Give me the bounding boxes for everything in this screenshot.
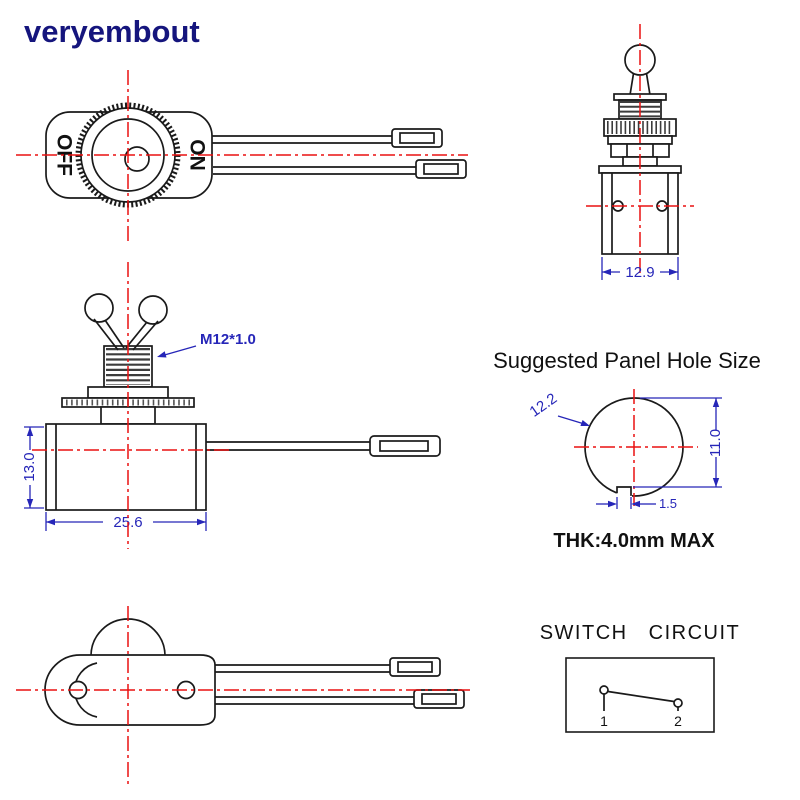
panel-hole-title: Suggested Panel Hole Size [493,348,761,373]
wire-bottom [213,159,467,179]
switch-pole [599,685,609,695]
ring-inner [91,118,165,192]
switch-throw [673,698,683,708]
notch-mask [616,486,632,498]
toggle-ball-pos1 [84,293,114,323]
circuit-box [565,657,715,733]
toggle-tip [124,146,150,172]
dim-text: 12.9 [625,264,654,281]
watermark-text: veryembout [24,14,200,49]
circuit-view: SWITCH CIRCUIT 1 2 [540,622,741,733]
toggle-ball-pos2 [138,295,168,325]
top-view: OFF ON [16,70,468,241]
on-label: ON [185,139,208,171]
switch-blade [607,690,675,703]
thread-label: M12*1.0 [200,331,256,348]
dim-notch-1-5: 1.5 [596,496,677,511]
circuit-title: SWITCH CIRCUIT [540,622,741,644]
dim-text: 13.0 [21,452,38,481]
wire [206,435,441,457]
panel-hole-view: Suggested Panel Hole Size 12.2 11.0 [493,348,761,552]
dim-width-12-9: 12.9 [601,257,679,281]
terminal-1-label: 1 [600,713,608,729]
dim-text: 1.5 [659,496,677,511]
wire-top [215,657,441,677]
keyway-notch [616,486,632,496]
wire-top [212,128,443,148]
thickness-note: THK:4.0mm MAX [553,530,715,552]
bottom-view [16,606,470,784]
terminal-2-label: 2 [674,713,682,729]
dim-height-11-0: 11.0 [633,397,724,488]
dim-height-13-0: 13.0 [21,426,44,509]
side-view: M12*1.0 13.0 25.6 [21,262,441,549]
dim-text: 12.2 [527,390,561,421]
front-view: 12.9 [586,24,694,281]
dim-text: 11.0 [707,429,724,457]
wire-bottom [215,689,465,709]
body-outline [45,423,207,511]
dim-diameter-12-2: 12.2 [527,390,590,426]
thread-callout: M12*1.0 [157,331,256,358]
dim-width-25-6: 25.6 [45,512,207,531]
